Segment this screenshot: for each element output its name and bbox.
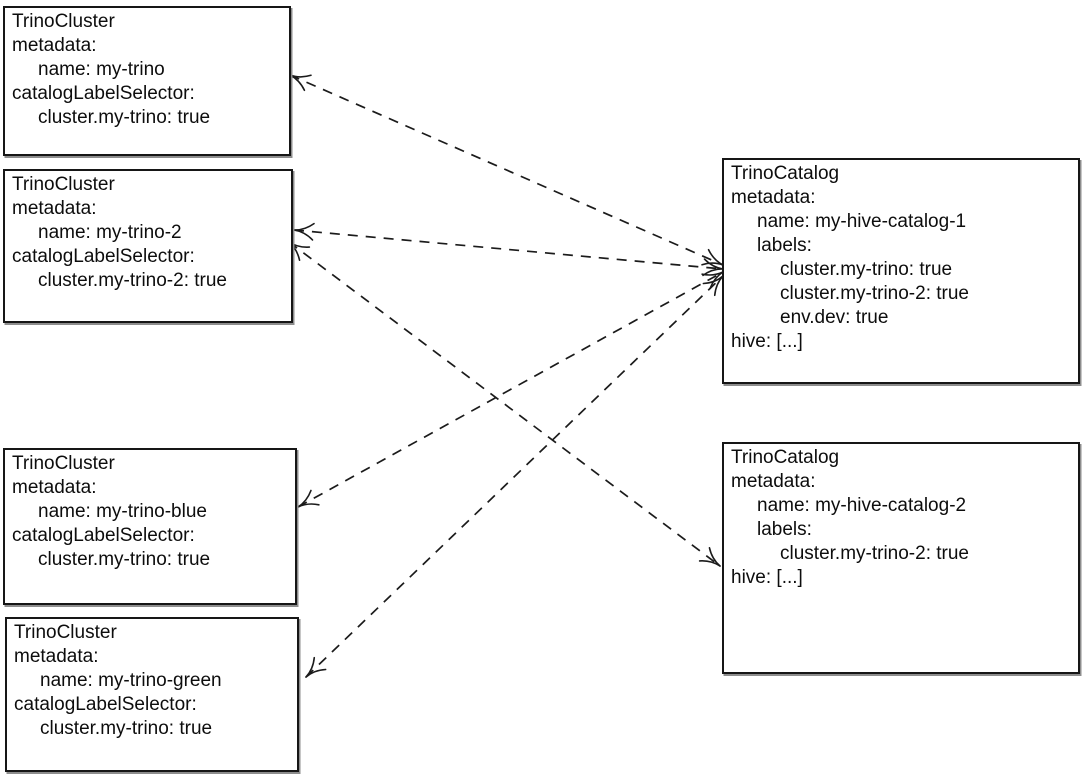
node-trinocluster-my-trino-blue: TrinoCluster metadata: name: my-trino-bl… [3,448,297,605]
connection-trino-cluster-my-trino--trino-catalog-my-hive-catalog-1 [289,74,724,266]
yaml-line-selector: catalogLabelSelector: [14,694,197,715]
arrowhead [297,489,312,508]
node-trinocluster-my-trino-green: TrinoCluster metadata: name: my-trino-gr… [5,617,299,772]
yaml-line-name: name: my-hive-catalog-1 [757,211,967,232]
yaml-line-label: env.dev: true [780,307,889,328]
node-trinocluster-my-trino-2: TrinoCluster metadata: name: my-trino-2 … [3,169,293,323]
yaml-line-label: cluster.my-trino-2: true [38,270,227,291]
arrowhead [713,275,724,297]
yaml-line-label: cluster.my-trino: true [38,549,211,570]
connection-trino-cluster-my-trino-2--trino-catalog-my-hive-catalog-1 [293,222,724,277]
yaml-line-selector: catalogLabelSelector: [12,525,195,546]
yaml-line-metadata: metadata: [731,471,816,492]
yaml-line-name: name: my-trino-blue [38,501,207,522]
arrowhead [698,560,721,567]
connection-line [297,271,724,508]
node-trinocluster-my-trino: TrinoCluster metadata: name: my-trino ca… [3,6,291,156]
yaml-line-selector: catalogLabelSelector: [12,246,195,267]
connection-line [289,74,724,266]
yaml-line-kind: TrinoCatalog [731,447,840,468]
yaml-line-metadata: metadata: [731,187,816,208]
yaml-line-hive: hive: [...] [731,331,803,352]
yaml-line-label: cluster.my-trino-2: true [780,543,969,564]
yaml-line-label: cluster.my-trino: true [40,718,213,739]
yaml-line-metadata: metadata: [12,35,97,56]
arrowhead [701,262,724,266]
yaml-line-label: cluster.my-trino: true [38,107,211,128]
yaml-line-name: name: my-trino [38,59,165,80]
yaml-line-hive: hive: [...] [731,567,803,588]
yaml-line-name: name: my-trino-2 [38,222,182,243]
node-trinocatalog-my-hive-catalog-1: TrinoCatalog metadata: name: my-hive-cat… [722,158,1080,384]
yaml-line-labels: labels: [757,235,812,256]
arrowhead [305,656,316,678]
node-trinocatalog-my-hive-catalog-2: TrinoCatalog metadata: name: my-hive-cat… [722,442,1080,674]
yaml-line-name: name: my-hive-catalog-2 [757,495,967,516]
yaml-line-metadata: metadata: [12,477,97,498]
yaml-line-kind: TrinoCluster [12,174,115,195]
yaml-line-kind: TrinoCatalog [731,163,840,184]
arrowhead [293,222,315,231]
yaml-line-kind: TrinoCluster [12,11,115,32]
connection-trino-cluster-my-trino-blue--trino-catalog-my-hive-catalog-1 [297,271,724,508]
yaml-line-kind: TrinoCluster [12,453,115,474]
connection-line [288,241,721,567]
arrowhead [289,74,312,78]
yaml-line-selector: catalogLabelSelector: [12,83,195,104]
connection-trino-cluster-my-trino-green--trino-catalog-my-hive-catalog-1 [305,275,724,678]
yaml-line-metadata: metadata: [12,198,97,219]
connection-trino-cluster-my-trino-2--trino-catalog-my-hive-catalog-2 [288,241,721,567]
yaml-line-name: name: my-trino-green [40,670,222,691]
yaml-line-kind: TrinoCluster [14,622,117,643]
connection-line [305,275,724,678]
yaml-line-label: cluster.my-trino: true [780,259,953,280]
yaml-line-metadata: metadata: [14,646,99,667]
yaml-line-label: cluster.my-trino-2: true [780,283,969,304]
yaml-line-labels: labels: [757,519,812,540]
